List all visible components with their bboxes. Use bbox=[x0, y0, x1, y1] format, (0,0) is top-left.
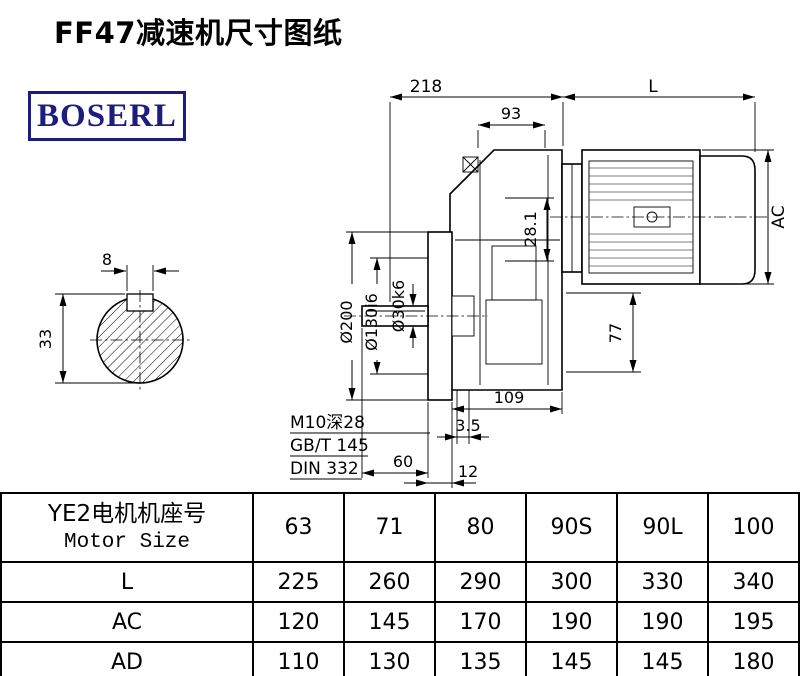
dimension-annotations bbox=[290, 93, 774, 488]
note-gbt-label: GB/T 145 bbox=[290, 436, 369, 456]
table-cell: 340 bbox=[707, 561, 800, 603]
dim-109-label: 109 bbox=[494, 388, 525, 407]
table-cell: 225 bbox=[252, 561, 345, 603]
table-cell: 130 bbox=[343, 641, 436, 676]
table-cell: 195 bbox=[707, 601, 800, 643]
technical-drawing: 218 L 93 AC Ø200 Ø130i6 Ø30k6 28.1 77 10… bbox=[36, 77, 789, 488]
motor-size-header-cn: YE2电机机座号 bbox=[47, 501, 207, 528]
page-title: FF47减速机尺寸图纸 bbox=[54, 16, 343, 50]
boserl-logo: BOSERL bbox=[28, 91, 186, 141]
motor-size-header-en: Motor Size bbox=[63, 531, 191, 555]
dim-8-label: 8 bbox=[102, 250, 112, 269]
col-header: 71 bbox=[343, 492, 436, 563]
dim-d30-label: Ø30k6 bbox=[389, 280, 408, 332]
table-cell: 330 bbox=[616, 561, 709, 603]
table-cell: 190 bbox=[616, 601, 709, 643]
row-label: L bbox=[0, 561, 254, 603]
table-cell: 145 bbox=[616, 641, 709, 676]
col-header: 80 bbox=[434, 492, 527, 563]
table-cell: 290 bbox=[434, 561, 527, 603]
dim-281-label: 28.1 bbox=[521, 211, 540, 247]
table-cell: 170 bbox=[434, 601, 527, 643]
dim-77-label: 77 bbox=[606, 323, 625, 343]
row-label: AD bbox=[0, 641, 254, 676]
table-cell: 120 bbox=[252, 601, 345, 643]
table-header-row: YE2电机机座号 Motor Size 63 71 80 90S 90L 100 bbox=[0, 492, 800, 563]
motor-size-header-cell: YE2电机机座号 Motor Size bbox=[0, 492, 254, 563]
dim-35-label: 3.5 bbox=[455, 416, 480, 435]
dim-L-label: L bbox=[648, 77, 658, 97]
table-cell: 110 bbox=[252, 641, 345, 676]
table-cell: 135 bbox=[434, 641, 527, 676]
dim-93-label: 93 bbox=[501, 104, 521, 123]
table-cell: 145 bbox=[343, 601, 436, 643]
dim-d200-label: Ø200 bbox=[337, 300, 356, 343]
dim-60-label: 60 bbox=[393, 452, 413, 471]
table-row-AC: AC 120 145 170 190 190 195 bbox=[0, 601, 800, 643]
col-header: 100 bbox=[707, 492, 800, 563]
table-row-AD: AD 110 130 135 145 145 180 bbox=[0, 641, 800, 676]
table-cell: 145 bbox=[525, 641, 618, 676]
col-header: 63 bbox=[252, 492, 345, 563]
motor-body bbox=[550, 149, 770, 285]
dimension-table: YE2电机机座号 Motor Size 63 71 80 90S 90L 100… bbox=[0, 492, 800, 676]
dim-d130-label: Ø130i6 bbox=[362, 293, 381, 351]
table-row-L: L 225 260 290 300 330 340 bbox=[0, 561, 800, 603]
row-label: AC bbox=[0, 601, 254, 643]
table-cell: 180 bbox=[707, 641, 800, 676]
dim-33-label: 33 bbox=[36, 329, 55, 349]
note-din-label: DIN 332 bbox=[290, 459, 359, 479]
shaft-section-view bbox=[55, 265, 190, 390]
gearbox-body bbox=[344, 149, 563, 444]
table-cell: 260 bbox=[343, 561, 436, 603]
col-header: 90S bbox=[525, 492, 618, 563]
dim-218-label: 218 bbox=[410, 77, 442, 97]
note-m10-label: M10深28 bbox=[290, 413, 365, 433]
table-cell: 300 bbox=[525, 561, 618, 603]
dim-12-label: 12 bbox=[458, 462, 478, 481]
dim-AC-label: AC bbox=[769, 205, 789, 228]
table-cell: 190 bbox=[525, 601, 618, 643]
col-header: 90L bbox=[616, 492, 709, 563]
